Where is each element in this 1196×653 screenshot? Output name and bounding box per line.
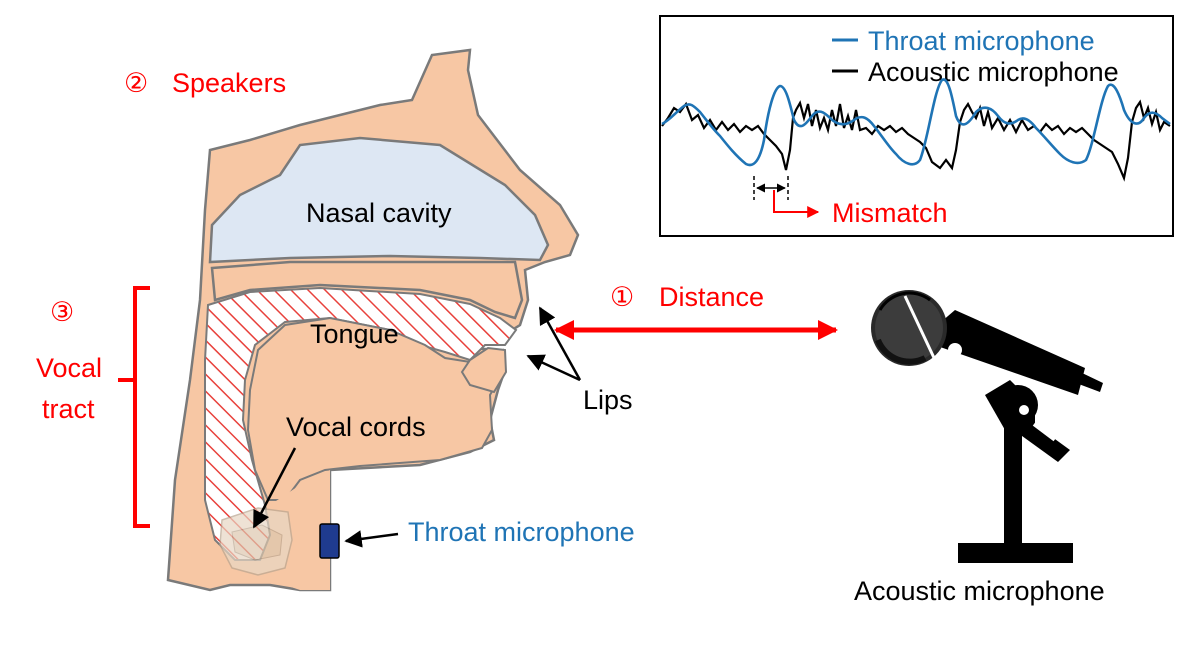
legend-throat-label: Throat microphone — [868, 26, 1095, 56]
mismatch-pointer — [773, 190, 820, 218]
lips-label: Lips — [583, 385, 633, 415]
distance-number: ① — [610, 282, 634, 312]
microphone-on-stand-icon — [871, 290, 1103, 563]
mismatch-label: Mismatch — [832, 198, 948, 228]
legend-acoustic-label: Acoustic microphone — [868, 57, 1119, 87]
throat-mic-arrow — [344, 530, 399, 548]
lips-arrow-lower — [526, 354, 581, 382]
palate — [210, 260, 524, 320]
head-cross-section — [166, 48, 580, 592]
throat-mic-device-icon — [319, 523, 340, 559]
nasal-cavity-label: Nasal cavity — [306, 198, 452, 228]
throat-microphone-label: Throat microphone — [408, 517, 635, 547]
vocal-cords-arrow — [252, 447, 297, 529]
waveform-panel: Throat microphone Acoustic microphone Mi… — [659, 15, 1174, 237]
lower-lip — [460, 346, 508, 394]
speakers-label: Speakers — [172, 68, 286, 98]
throat-waveform — [661, 78, 1171, 167]
tongue — [246, 316, 504, 501]
vocal-cords-label: Vocal cords — [286, 412, 426, 442]
acoustic-microphone-label: Acoustic microphone — [854, 576, 1105, 606]
speakers-number: ② — [124, 68, 148, 98]
vocal-cords — [219, 507, 293, 576]
lips-arrow-upper — [538, 306, 582, 381]
nasal-cavity-region — [208, 136, 550, 264]
vocal-tract-bracket — [118, 286, 150, 528]
distance-label: Distance — [659, 282, 764, 312]
tongue-label: Tongue — [310, 319, 399, 349]
vocal-tract-number: ③ — [50, 297, 74, 327]
vocal-tract-line1: Vocal — [36, 353, 102, 383]
vocal-tract-line2: tract — [42, 394, 95, 424]
